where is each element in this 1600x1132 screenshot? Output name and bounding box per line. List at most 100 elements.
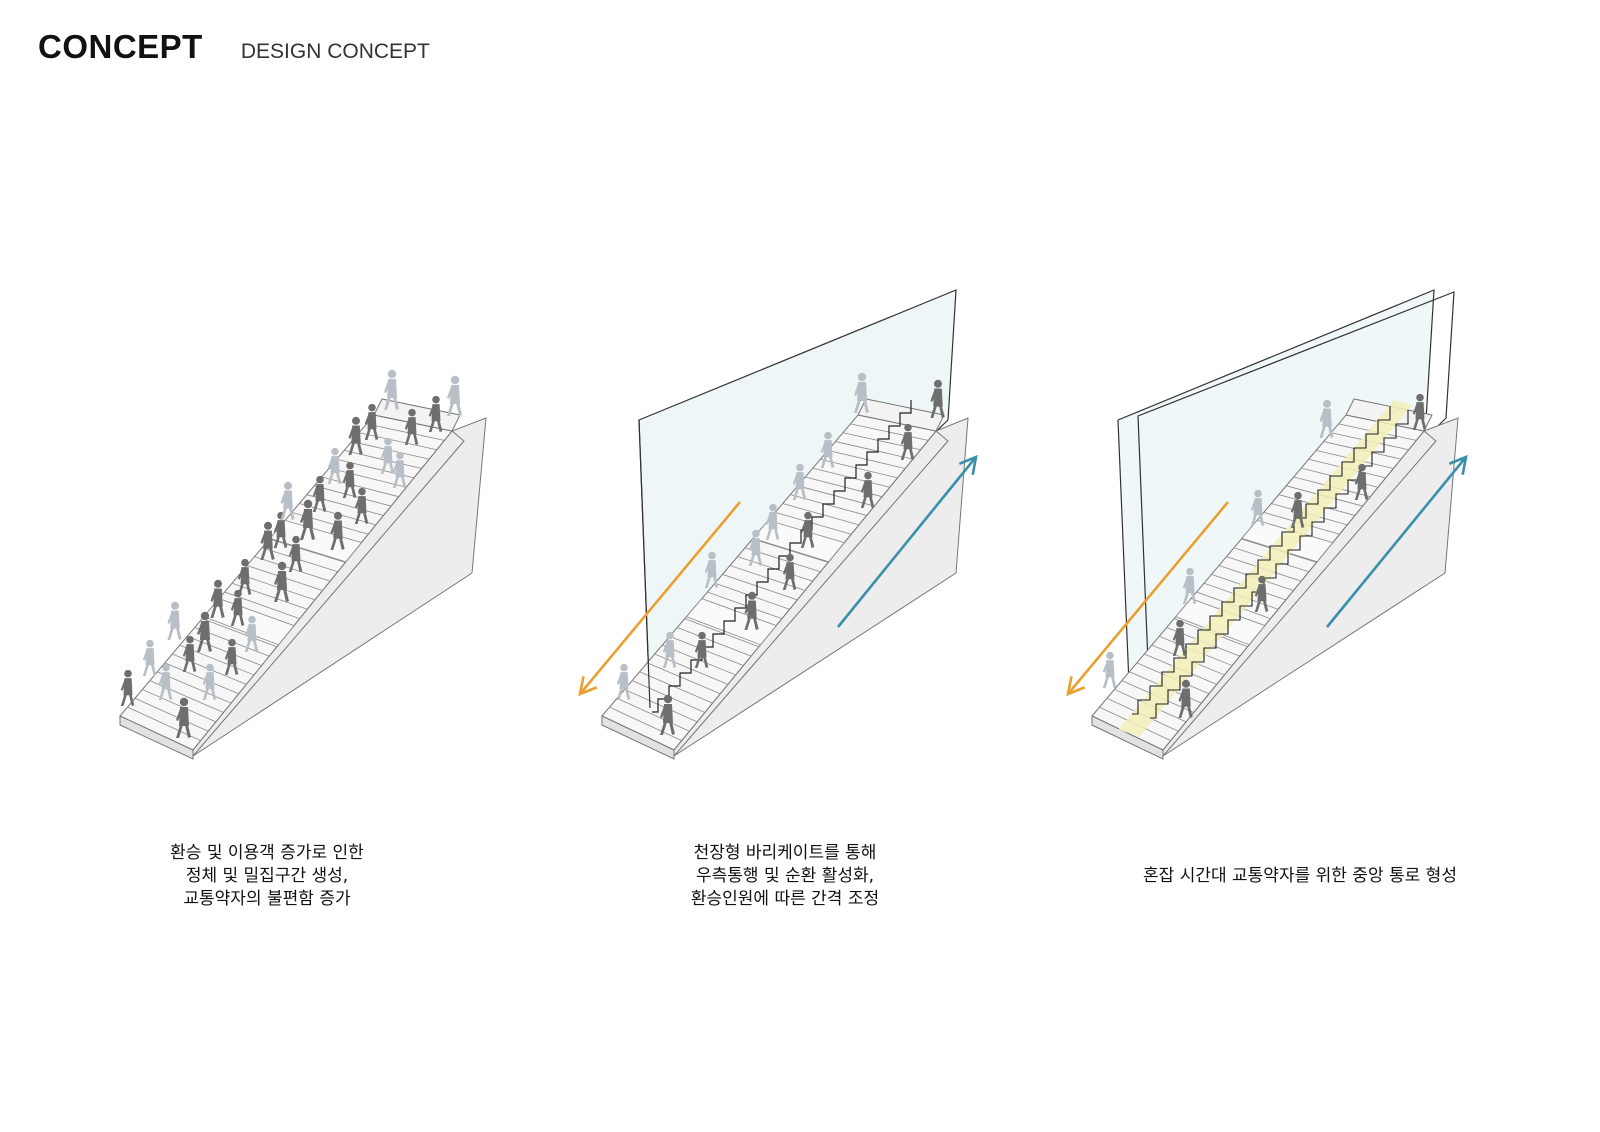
flow-arrow-head <box>1448 454 1468 475</box>
person-leg <box>1319 425 1327 438</box>
person-leg <box>167 627 175 640</box>
person-figure <box>288 535 303 572</box>
person-arm <box>616 673 623 685</box>
person-leg <box>704 576 712 588</box>
person-figure <box>142 639 157 676</box>
person-head <box>1258 575 1266 584</box>
person-leg <box>350 486 357 498</box>
person-figure <box>237 558 252 595</box>
person-leg <box>790 578 797 590</box>
person-leg <box>1190 592 1197 604</box>
page-header: CONCEPT DESIGN CONCEPT <box>38 28 430 66</box>
person-figure <box>792 463 807 500</box>
person-figure <box>380 437 395 474</box>
page-subtitle: DESIGN CONCEPT <box>240 40 430 63</box>
stair-step-line <box>164 662 239 695</box>
person-leg <box>662 656 670 668</box>
flow-arrow-head <box>958 454 978 475</box>
person-leg <box>854 400 861 413</box>
person-leg <box>447 403 454 416</box>
person-arm <box>428 405 435 417</box>
stair-step-line <box>790 494 867 516</box>
person-leg <box>296 560 303 572</box>
person-head <box>162 663 170 672</box>
person-leg <box>756 554 763 566</box>
barricade-edge <box>638 419 651 709</box>
person-leg <box>800 536 808 548</box>
person-arm <box>260 532 267 544</box>
person-figure <box>330 511 345 550</box>
stair-step-line <box>202 618 277 648</box>
person-arm <box>384 381 390 393</box>
person-leg <box>274 589 281 602</box>
person-figure <box>274 561 289 602</box>
person-figure <box>854 372 869 413</box>
person-head <box>1416 393 1424 402</box>
person-head <box>248 615 256 624</box>
person-figure <box>354 487 369 524</box>
person-head <box>396 451 404 460</box>
person-leg <box>1298 516 1305 528</box>
person-arm <box>224 648 231 660</box>
central-lane <box>1118 400 1412 736</box>
person-arm <box>1102 661 1109 673</box>
panel-1-caption: 환승 및 이용객 증가로 인한 정체 및 밀집구간 생성, 교통약자의 불편함 … <box>57 842 477 911</box>
person-leg <box>800 488 807 500</box>
person-figure <box>662 631 677 668</box>
person-head <box>666 631 674 640</box>
person-leg <box>1412 418 1420 430</box>
person-leg <box>280 507 288 520</box>
person-arm <box>158 673 165 685</box>
person-leg <box>820 456 828 468</box>
person-leg <box>908 448 915 460</box>
person-leg <box>245 583 252 595</box>
person-arm <box>1178 690 1185 702</box>
person-head <box>620 663 628 672</box>
person-arm <box>782 563 789 575</box>
flow-arrow-head <box>578 676 598 697</box>
person-figure <box>244 615 259 652</box>
person-arm <box>380 447 387 459</box>
person-arm <box>176 709 182 721</box>
person-figure <box>167 601 182 640</box>
person-leg <box>356 442 363 455</box>
stair-step-line <box>344 450 422 469</box>
person-leg <box>142 664 150 676</box>
person-arm <box>1182 577 1189 589</box>
person-arm <box>288 545 295 557</box>
person-leg <box>120 694 128 706</box>
person-arm <box>300 511 306 523</box>
person-leg <box>1354 488 1362 500</box>
person-leg <box>210 605 218 618</box>
person-arm <box>900 433 907 445</box>
person-leg <box>900 448 908 460</box>
person-figure <box>748 529 763 566</box>
person-leg <box>436 420 443 432</box>
person-head <box>1182 679 1190 688</box>
person-arm <box>447 387 453 399</box>
person-leg <box>166 688 173 700</box>
person-leg <box>670 656 677 668</box>
person-leg <box>364 428 372 440</box>
person-figure <box>1412 393 1427 430</box>
person-figure <box>447 375 462 416</box>
person-leg <box>808 536 815 548</box>
person-head <box>334 511 342 520</box>
person-figure <box>158 663 173 700</box>
stair-step-line <box>677 627 752 657</box>
person-figure <box>312 475 327 512</box>
person-figure <box>176 697 191 738</box>
person-figure <box>694 631 709 668</box>
person-head <box>857 372 867 382</box>
person-leg <box>1178 705 1186 718</box>
person-arm <box>820 441 827 453</box>
person-leg <box>404 433 412 445</box>
person-arm <box>860 481 867 493</box>
person-arm <box>1254 585 1261 597</box>
person-leg <box>860 496 868 508</box>
person-arm <box>330 522 337 534</box>
person-figure <box>860 471 875 508</box>
person-figure <box>224 638 239 675</box>
person-figure <box>392 451 407 488</box>
person-leg <box>1102 676 1110 688</box>
